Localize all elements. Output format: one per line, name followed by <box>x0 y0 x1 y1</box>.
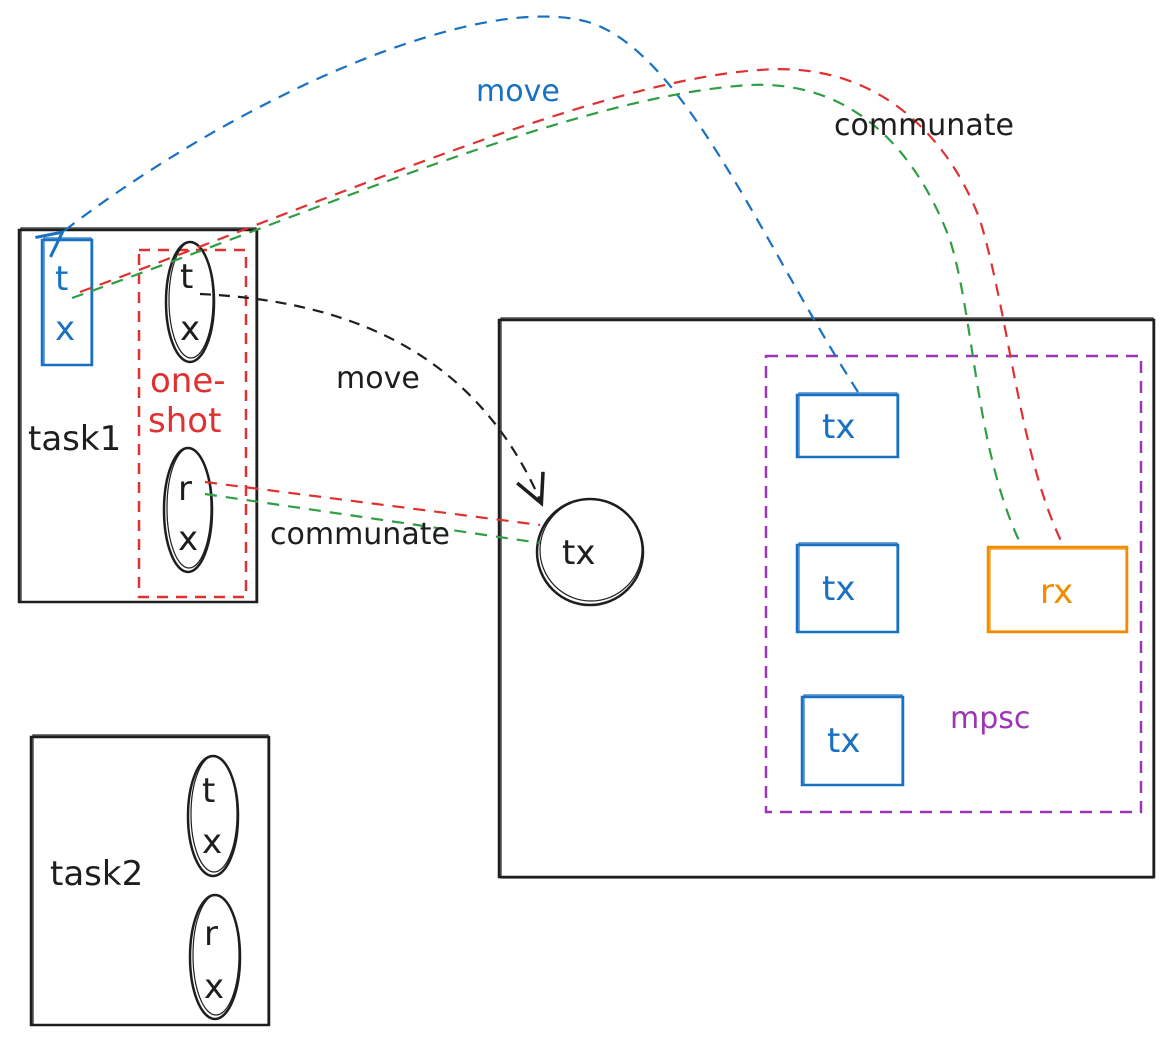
mpsc-tx-label-3: tx <box>827 721 860 761</box>
task2-tx-oval-top: t <box>202 771 215 811</box>
edge-communate-red <box>79 68 1065 548</box>
task2-rx-oval-top: r <box>204 914 218 954</box>
edge-label-move-mid: move <box>336 361 420 396</box>
task1-box: task1 <box>17 227 259 604</box>
task2-tx-oval-bottom: x <box>202 822 222 862</box>
edge-label-communate-top: communate <box>834 108 1014 143</box>
task1-tx-oval: t x <box>164 240 216 364</box>
tx-circle-label: tx <box>562 533 595 573</box>
task2-label: task2 <box>50 854 143 894</box>
mpsc-label: mpsc <box>950 701 1030 736</box>
edge-communate-mid-red <box>204 480 541 527</box>
task1-rx-oval: r x <box>162 446 214 574</box>
oneshot-box: one- shot <box>137 248 248 599</box>
edge-communate-green <box>71 83 1023 548</box>
mpsc-box: mpsc <box>764 354 1143 814</box>
task2-rx-oval-bottom: x <box>204 967 224 1007</box>
task2-box: task2 <box>29 734 271 1027</box>
mpsc-rx-label: rx <box>1040 572 1073 612</box>
task1-rx-oval-top: r <box>178 469 192 509</box>
edge-move-blue <box>60 15 859 393</box>
task1-tx-oval-top: t <box>180 257 193 297</box>
task1-blue-box-top: t <box>55 259 68 299</box>
task1-blue-box: t x <box>40 237 94 367</box>
task1-label: task1 <box>28 419 121 459</box>
right-panel-box <box>497 317 1156 879</box>
mpsc-tx-label-1: tx <box>822 407 855 447</box>
edge-move-black <box>199 292 540 500</box>
edge-label-move-top: move <box>476 74 560 109</box>
oneshot-label-1: one- <box>150 361 226 401</box>
oneshot-label-2: shot <box>148 401 221 441</box>
task1-blue-box-bottom: x <box>55 309 75 349</box>
task2-tx-oval: t x <box>186 754 240 878</box>
task2-rx-oval: r x <box>188 893 242 1021</box>
mpsc-rx-box: rx <box>986 545 1129 634</box>
tx-circle: tx <box>535 497 645 607</box>
mpsc-tx-box-3: tx <box>800 694 905 787</box>
task1-rx-oval-bottom: x <box>178 519 198 559</box>
mpsc-tx-box-2: tx <box>795 542 900 634</box>
edge-communate-mid-green <box>204 492 541 545</box>
edge-label-communate-mid: communate <box>270 517 450 552</box>
task1-tx-oval-bottom: x <box>180 309 200 349</box>
mpsc-tx-label-2: tx <box>822 569 855 609</box>
mpsc-tx-box-1: tx <box>795 392 900 459</box>
